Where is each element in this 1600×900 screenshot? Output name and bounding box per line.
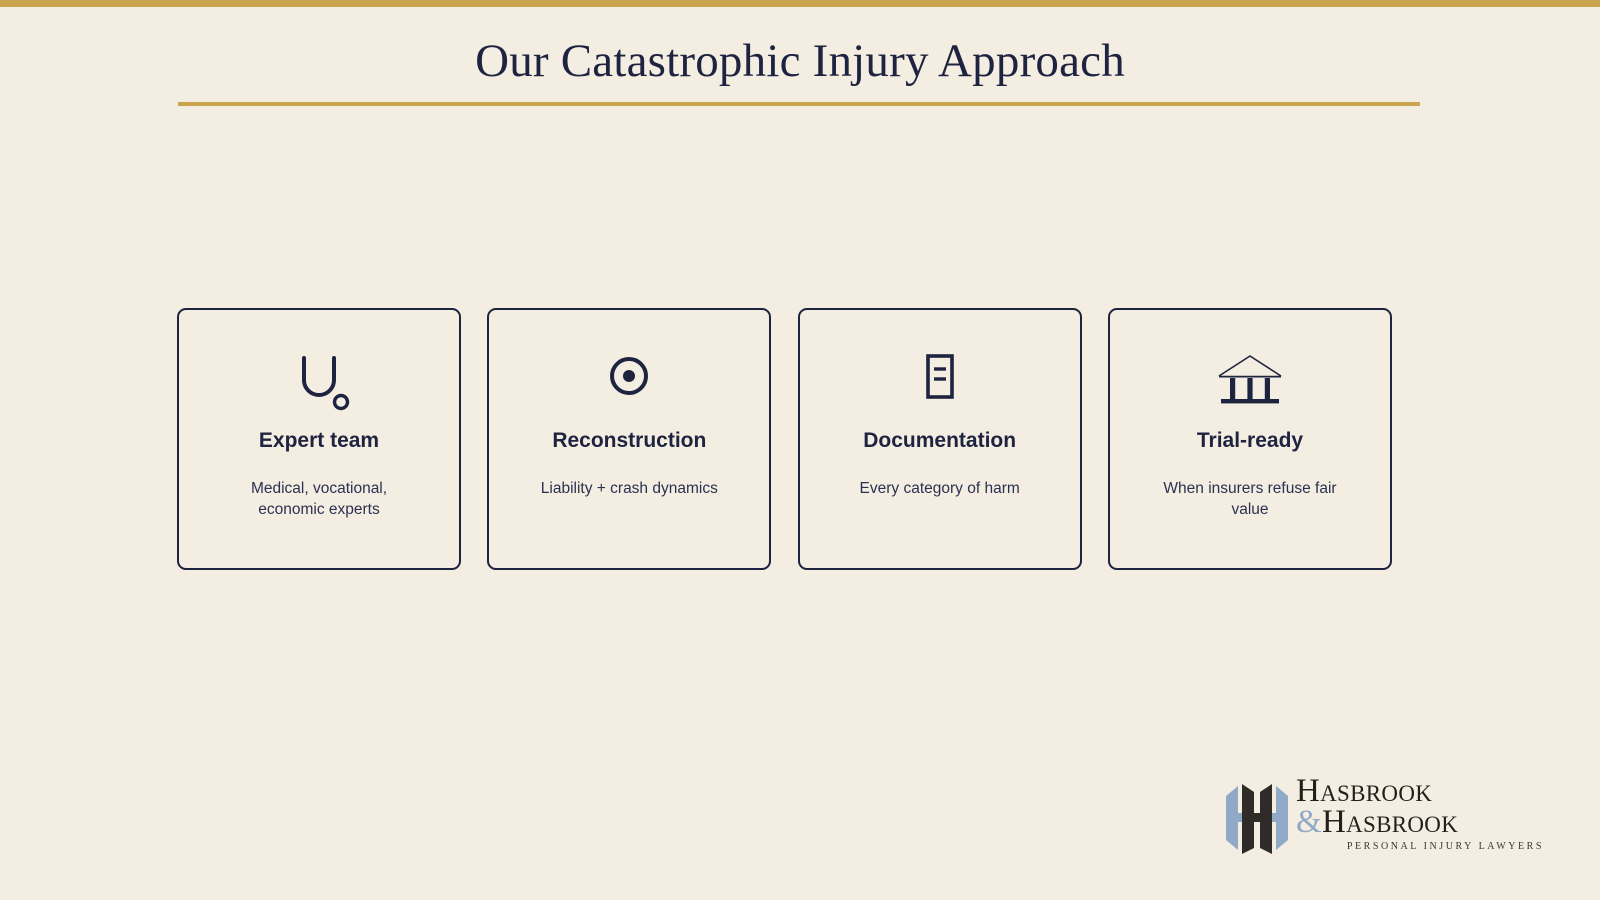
logo-line-1: Hasbrook (1296, 773, 1433, 809)
card-title: Trial-ready (1196, 429, 1304, 452)
card-title: Expert team (258, 429, 380, 452)
top-accent-bar (0, 0, 1600, 7)
page-header: Our Catastrophic Injury Approach (0, 34, 1600, 88)
target-icon (598, 344, 660, 418)
title-divider-rule (178, 102, 1420, 106)
logo-wordmark: Hasbrook &Hasbrook PERSONAL INJURY LAWYE… (1296, 773, 1544, 853)
card-documentation[interactable]: Documentation Every category of harm (797, 308, 1082, 570)
document-icon (909, 344, 971, 418)
logo-line-2: Hasbrook (1321, 804, 1459, 841)
approach-card-grid: Expert team Medical, vocational, economi… (177, 308, 1392, 570)
logo-line-2-wrap: &Hasbrook (1296, 804, 1544, 841)
card-description: Liability + crash dynamics (540, 480, 718, 498)
logo-tagline: PERSONAL INJURY LAWYERS (1346, 841, 1544, 853)
card-description: Medical, vocational, economic experts (250, 480, 388, 519)
card-expert-team[interactable]: Expert team Medical, vocational, economi… (177, 308, 461, 570)
stethoscope-icon (288, 344, 350, 418)
page-title: Our Catastrophic Injury Approach (475, 35, 1125, 87)
card-description: Every category of harm (859, 480, 1020, 498)
card-description: When insurers refuse fair value (1163, 480, 1337, 519)
firm-logo[interactable]: Hasbrook &Hasbrook PERSONAL INJURY LAWYE… (1224, 773, 1544, 861)
card-trial-ready[interactable]: Trial-ready When insurers refuse fair va… (1107, 308, 1392, 570)
card-title: Documentation (863, 429, 1017, 452)
logo-ampersand: & (1296, 804, 1322, 841)
card-title: Reconstruction (552, 429, 707, 452)
logo-monogram-icon (1224, 780, 1290, 861)
courthouse-icon (1211, 344, 1289, 418)
card-reconstruction[interactable]: Reconstruction Liability + crash dynamic… (487, 308, 772, 570)
